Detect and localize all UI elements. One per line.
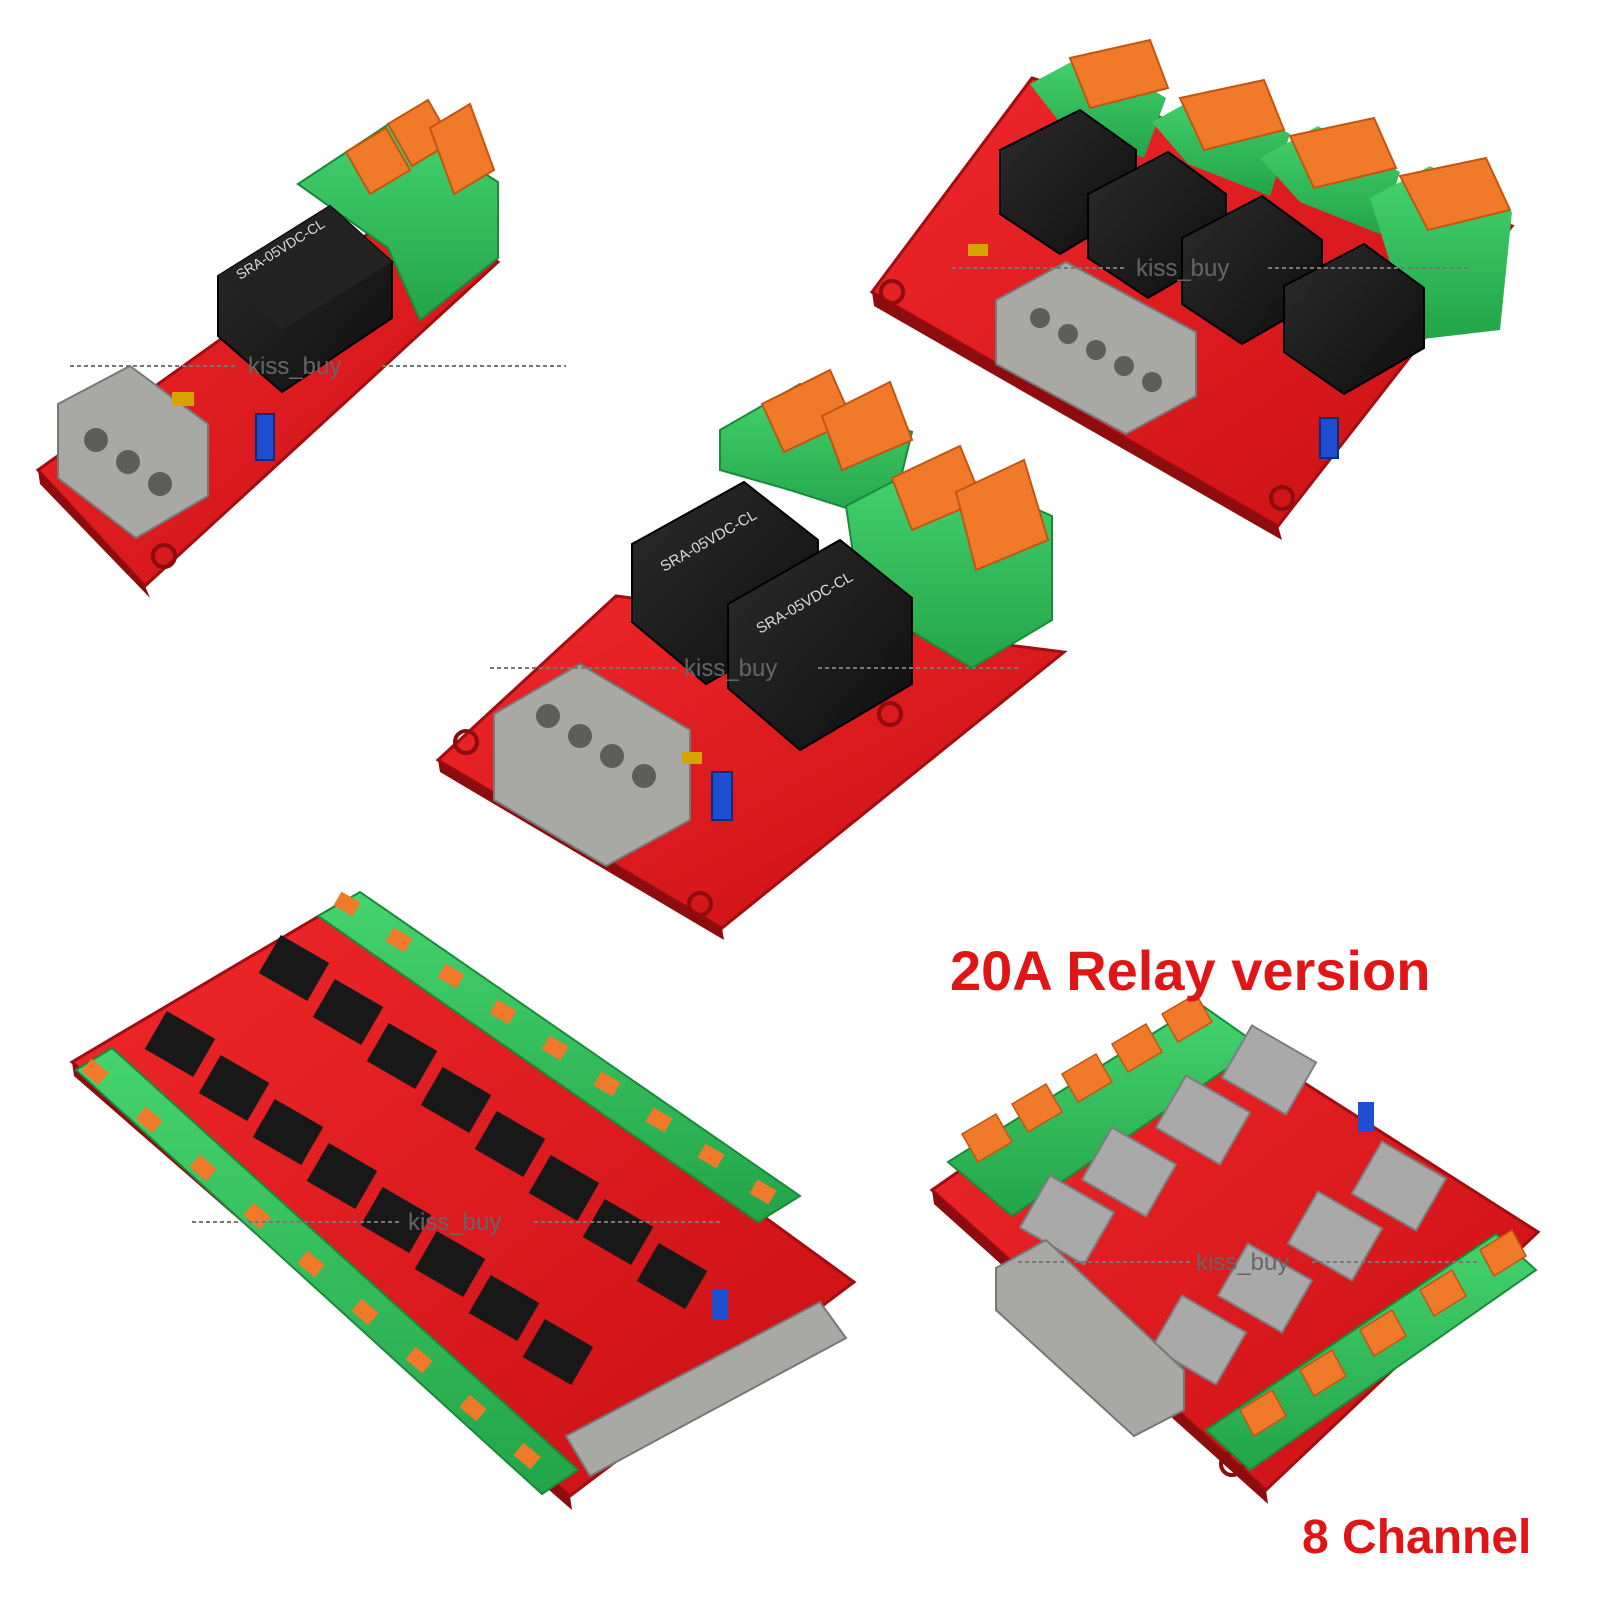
- orange-lever: [344, 126, 412, 196]
- orange-lever: [428, 102, 496, 196]
- relay: [468, 1274, 540, 1342]
- orange-lever-row: [1239, 1228, 1527, 1438]
- terminal-hole: [1058, 324, 1078, 344]
- terminal-hole: [568, 724, 592, 748]
- board-8ch: [929, 992, 1541, 1504]
- grey-terminal: [995, 1238, 1185, 1438]
- orange-lever: [954, 458, 1050, 572]
- grey-terminal: [564, 1300, 848, 1478]
- relay: [144, 1010, 216, 1078]
- terminal-hole: [1114, 356, 1134, 376]
- board-4ch: [869, 38, 1515, 540]
- mount-hole: [687, 891, 713, 917]
- relay: [366, 1022, 438, 1090]
- pcb-edge: [38, 470, 150, 598]
- svg-text:kiss_buy: kiss_buy: [408, 1209, 501, 1236]
- svg-text:kiss_buy: kiss_buy: [248, 353, 341, 380]
- terminal-hole: [1030, 308, 1050, 328]
- relay: [258, 934, 330, 1002]
- relay: [420, 1066, 492, 1134]
- svg-text:kiss_buy: kiss_buy: [684, 655, 777, 682]
- watermark-group: kiss_buy kiss_buy kiss_buy kiss_buy kiss…: [70, 255, 1480, 1276]
- relay: [360, 1186, 432, 1254]
- watermark: kiss_buy: [952, 255, 1470, 282]
- relay: [727, 538, 913, 752]
- relay: [528, 1154, 600, 1222]
- orange-lever: [1398, 156, 1512, 232]
- orange-lever: [1068, 38, 1170, 110]
- relay-top: [218, 206, 392, 330]
- orange-lever: [1288, 116, 1398, 190]
- watermark: kiss_buy: [1018, 1249, 1480, 1276]
- svg-text:kiss_buy: kiss_buy: [1196, 1249, 1289, 1276]
- orange-lever: [820, 380, 914, 472]
- relay: [414, 1230, 486, 1298]
- smd-cap: [172, 392, 194, 406]
- relay: [1283, 242, 1425, 396]
- orange-lever-row: [333, 891, 777, 1205]
- board-1ch: SRA-05VDC-CL: [35, 98, 501, 598]
- jumper: [1358, 1102, 1374, 1132]
- mount-hole: [879, 279, 905, 305]
- terminal-hole: [1142, 372, 1162, 392]
- caption-relay-version: 20A Relay version: [950, 939, 1431, 1002]
- relay: [198, 1054, 270, 1122]
- watermark: kiss_buy: [490, 655, 1020, 682]
- jumper: [711, 771, 733, 821]
- relay: [474, 1110, 546, 1178]
- board-16ch: [69, 890, 857, 1510]
- terminal-hole: [148, 472, 172, 496]
- smd-cap: [968, 244, 988, 256]
- relay: [252, 1098, 324, 1166]
- mount-hole: [1269, 485, 1295, 511]
- jumper: [1319, 417, 1339, 459]
- watermark: kiss_buy: [192, 1209, 720, 1236]
- terminal-hole: [536, 704, 560, 728]
- relay: [582, 1198, 654, 1266]
- jumper: [712, 1290, 728, 1320]
- terminal-hole: [600, 744, 624, 768]
- watermark: kiss_buy: [70, 353, 566, 380]
- jumper: [255, 413, 275, 461]
- relay: [636, 1242, 708, 1310]
- terminal-hole: [632, 764, 656, 788]
- mount-hole: [453, 729, 479, 755]
- mount-hole: [151, 543, 177, 569]
- orange-lever-row: [960, 992, 1214, 1164]
- board-2ch: SRA-05VDC-CL SRA-05VDC-CL: [435, 368, 1068, 940]
- caption-channel-count: 8 Channel: [1302, 1511, 1532, 1564]
- pcb-edge: [872, 292, 1282, 540]
- mount-hole: [877, 701, 903, 727]
- relay: [522, 1318, 594, 1386]
- terminal-hole: [84, 428, 108, 452]
- orange-lever: [1178, 78, 1286, 152]
- relay: [312, 978, 384, 1046]
- smd-cap: [682, 752, 702, 764]
- terminal-hole: [1086, 340, 1106, 360]
- relay-grid: [1018, 1024, 1448, 1386]
- svg-text:kiss_buy: kiss_buy: [1136, 255, 1229, 282]
- relay: [306, 1142, 378, 1210]
- terminal-hole: [116, 450, 140, 474]
